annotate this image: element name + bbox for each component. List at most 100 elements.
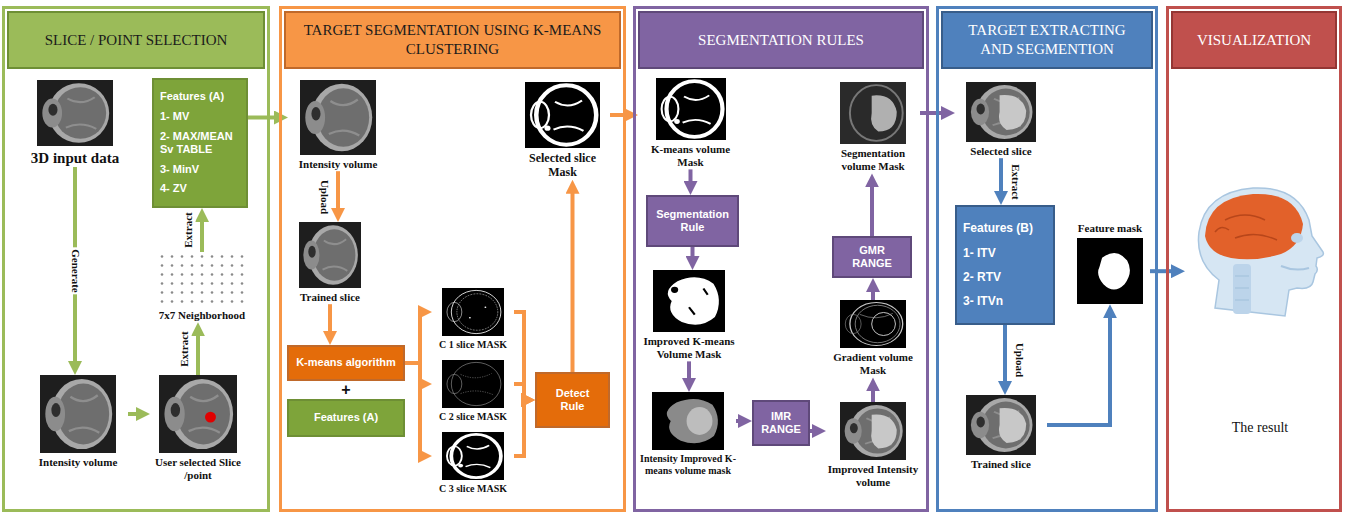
panel-header: TARGET EXTRACTING AND SEGMENTION <box>941 11 1153 69</box>
box-text: Detect Rule <box>543 387 602 413</box>
slice-image <box>652 392 724 450</box>
slice-image-art <box>442 288 504 336</box>
panel-title: TARGET SEGMENTATION USING K-MEANS CLUSTE… <box>294 21 611 59</box>
box-text: K-means algorithm <box>295 356 397 369</box>
slice-image-art <box>840 300 906 348</box>
panel-header: SLICE / POINT SELECTION <box>7 11 265 69</box>
flow-arrow <box>871 385 875 402</box>
box-text: GMR RANGE <box>840 244 904 270</box>
image-node: 3D input data <box>20 80 130 167</box>
image-caption: C 3 slice MASK <box>432 483 514 495</box>
image-node: Intensity Improved K-means volume mask <box>640 392 736 477</box>
box-text: 3- ITVn <box>963 294 1047 308</box>
flow-arrow <box>405 312 424 363</box>
flow-arrow <box>128 412 142 416</box>
box-text: Segmentation Rule <box>654 208 731 234</box>
slice-image-art <box>652 392 724 450</box>
slice-image-art <box>157 252 247 306</box>
flow-arrow <box>514 400 527 456</box>
panel-title: VISUALIZATION <box>1197 31 1311 50</box>
arrow-label: Extract <box>182 210 195 249</box>
slice-image <box>840 402 906 460</box>
image-caption: Gradient volume Mask <box>826 351 920 377</box>
flow-arrow <box>405 363 424 456</box>
flow-arrow <box>1003 325 1007 387</box>
box-text: Features (B) <box>963 221 1047 235</box>
panel-header: VISUALIZATION <box>1171 11 1337 69</box>
process-box: Features (B) 1- ITV 2- RTV 3- ITVn <box>955 205 1055 325</box>
slice-image <box>966 395 1036 455</box>
image-caption: Trained slice <box>290 291 370 304</box>
image-caption: 7x7 Neighborhood <box>148 309 256 322</box>
flow-arrow <box>514 384 527 400</box>
image-caption: Selected slice Mask <box>515 151 610 180</box>
slice-image <box>442 360 504 408</box>
process-box: Detect Rule <box>535 372 610 428</box>
box-text: 2- MAX/MEAN Sv TABLE <box>160 130 240 156</box>
slice-image <box>157 252 247 306</box>
image-node: Trained slice <box>955 395 1047 471</box>
stage-panel: TARGET SEGMENTATION USING K-MEANS CLUSTE… <box>279 6 626 512</box>
image-caption: Selected slice <box>955 145 1047 158</box>
flow-arrow <box>328 304 332 337</box>
slice-image-art <box>966 82 1036 142</box>
stage-panel: SLICE / POINT SELECTION 3D input data Feat… <box>2 6 270 512</box>
box-text: Features (A) <box>160 90 240 103</box>
image-node: Improved Intensity volume <box>826 402 920 489</box>
panel-title: SEGMENTATION RULES <box>698 31 864 50</box>
slice-image-art <box>300 80 376 155</box>
process-box: GMR RANGE <box>832 236 912 278</box>
image-node: User selected Slice /point <box>150 375 246 482</box>
slice-image <box>299 222 361 288</box>
box-text: 3- MinV <box>160 163 240 176</box>
slice-image <box>525 82 600 148</box>
image-caption: The result <box>1185 420 1335 437</box>
flow-arrow <box>200 216 204 252</box>
image-node: Intensity volume <box>28 375 128 469</box>
plus-sign: + <box>341 382 350 398</box>
image-node: K-means volume Mask <box>638 78 743 169</box>
slice-image <box>840 82 906 144</box>
box-text: 2- RTV <box>963 270 1047 284</box>
slice-image-art <box>840 402 906 460</box>
slice-image-art <box>159 375 237 453</box>
stage-panel: SEGMENTATION RULES K-means volume MaskSeg… <box>633 6 929 512</box>
image-caption: Improved Intensity volume <box>826 463 920 489</box>
slice-image <box>159 375 237 453</box>
process-box: Features (A)1- MV2- MAX/MEAN Sv TABLE3- … <box>152 78 248 208</box>
arrow-label: Upload <box>317 177 330 215</box>
slice-image <box>966 82 1036 142</box>
slice-image-art <box>966 395 1036 455</box>
flow-arrow <box>871 286 875 300</box>
image-caption: Intensity Improved K-means volume mask <box>640 453 736 477</box>
process-box: IMR RANGE <box>752 400 810 446</box>
process-box: K-means algorithm <box>287 345 405 381</box>
slice-image <box>37 80 113 146</box>
box-text: 4- ZV <box>160 182 240 195</box>
slice-image <box>840 300 906 348</box>
flow-arrow <box>691 247 695 262</box>
flow-arrow <box>196 330 200 375</box>
arrow-label: Generate <box>68 247 81 294</box>
box-text: Features (A) <box>295 411 397 424</box>
slice-image-art <box>40 375 116 453</box>
process-box: Segmentation Rule <box>646 195 739 247</box>
image-caption: User selected Slice /point <box>150 456 246 482</box>
slice-image-art <box>299 222 361 288</box>
slice-image-art <box>1077 238 1143 304</box>
flow-arrow <box>999 158 1003 197</box>
flow-arrow <box>689 169 693 187</box>
box-text: 1- ITV <box>963 246 1047 260</box>
slice-image <box>1077 238 1143 304</box>
stage-panel: VISUALIZATION The result <box>1166 6 1342 512</box>
slice-image-art <box>442 432 504 480</box>
flow-arrow <box>736 419 744 423</box>
head-illustration <box>1185 180 1335 320</box>
image-node: 7x7 Neighborhood <box>148 252 256 322</box>
flow-arrow <box>248 116 280 120</box>
panel-header: TARGET SEGMENTATION USING K-MEANS CLUSTE… <box>284 11 621 69</box>
image-caption: Improved K-means Volume Mask <box>640 335 738 361</box>
flow-arrow <box>870 181 874 236</box>
